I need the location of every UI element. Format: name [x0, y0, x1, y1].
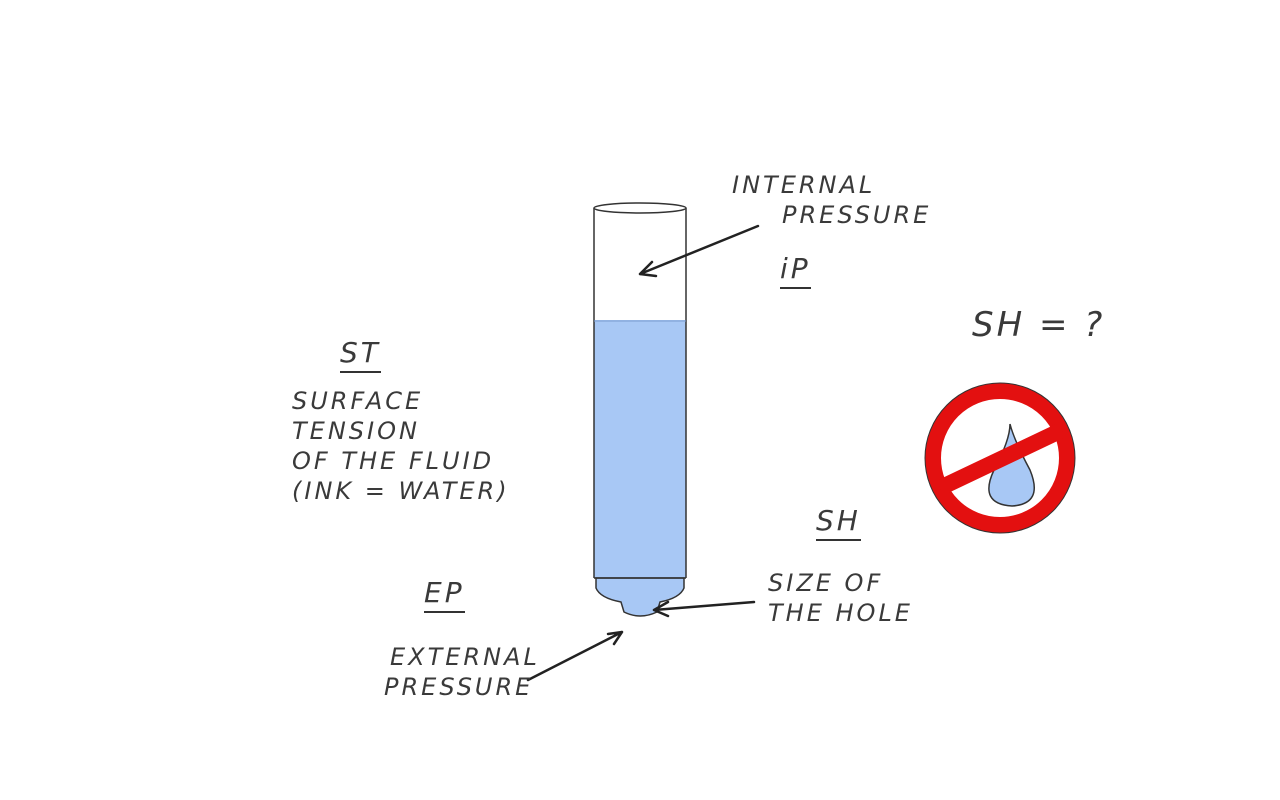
cartridge-tip: [595, 577, 685, 617]
sh-question: SH = ?: [972, 305, 1106, 345]
fluid: [594, 320, 686, 578]
cartridge-opening: [593, 202, 687, 214]
st-abbr: ST: [340, 336, 381, 373]
sh-abbr: SH: [816, 504, 861, 541]
ip-abbr: iP: [780, 252, 811, 289]
ep-arrow: [526, 630, 624, 682]
no-drop-sign: [924, 382, 1076, 534]
ep-abbr: EP: [424, 576, 465, 613]
ink-cartridge: [593, 202, 687, 617]
sh-arrow: [652, 600, 756, 618]
ip-arrow: [638, 224, 760, 278]
